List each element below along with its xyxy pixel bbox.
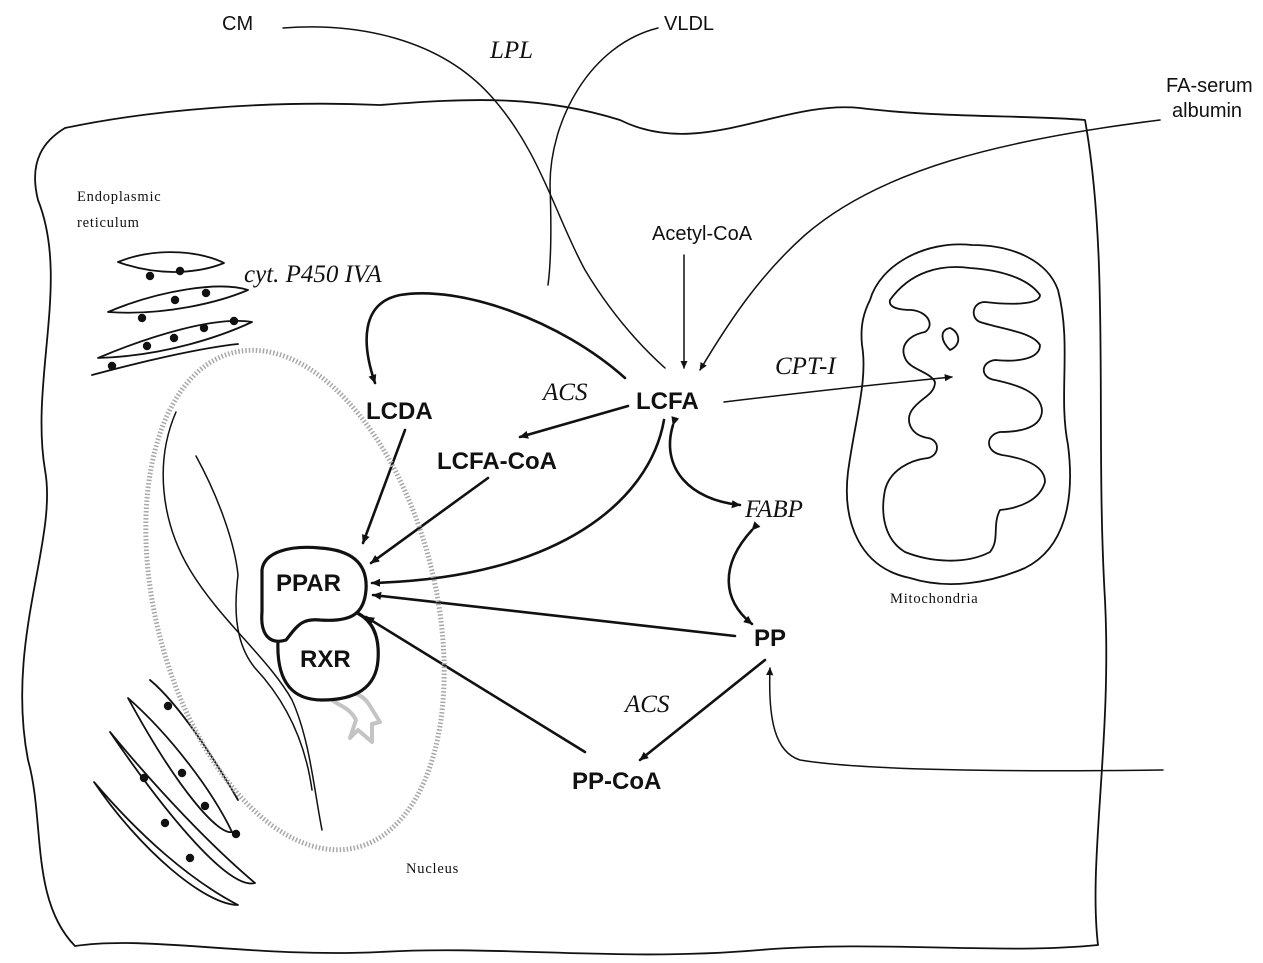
- mitochondria-label: Mitochondria: [890, 592, 979, 607]
- endoplasmic-reticulum-top: [92, 252, 252, 375]
- lcfa-to-lcfacoa-arrow: [520, 406, 628, 437]
- lpl-enzyme-label: LPL: [490, 38, 533, 63]
- rxr-label: RXR: [300, 648, 351, 672]
- lcfa-to-mitochondria-arrow: [724, 377, 952, 402]
- fa-serum-label: FA-serum: [1166, 76, 1253, 96]
- lcda-label: LCDA: [366, 400, 433, 424]
- cm-inlet-line: [283, 27, 665, 368]
- lcfa-to-ppar-arrow: [372, 420, 664, 583]
- ppar-label: PPAR: [276, 572, 341, 596]
- lcfacoa-to-ppar-arrow: [371, 478, 488, 563]
- cpt1-enzyme-label: CPT-I: [775, 354, 836, 379]
- endoplasmic-label: Endoplasmic: [77, 190, 162, 205]
- vldl-label: VLDL: [664, 14, 714, 34]
- acs-enzyme-label-bottom: ACS: [625, 692, 669, 717]
- lcfa-label: LCFA: [636, 390, 699, 414]
- lcfa-to-lcda-arrow: [367, 293, 625, 383]
- lcfa-coa-label: LCFA-CoA: [437, 450, 557, 474]
- cm-label: CM: [222, 14, 253, 34]
- fabp-pp-exchange-arrow: [729, 530, 752, 624]
- vldl-inlet-line: [548, 28, 658, 285]
- acs-enzyme-label-top: ACS: [543, 380, 587, 405]
- endoplasmic-reticulum-bottom: [94, 680, 255, 905]
- cyt-p450-enzyme-label: cyt. P450 IVA: [244, 262, 382, 287]
- reticulum-label: reticulum: [77, 216, 140, 231]
- ppcoa-to-ppar-arrow: [366, 617, 585, 752]
- lcfa-fabp-exchange-arrow: [670, 425, 740, 505]
- fabp-protein-label: FABP: [745, 497, 803, 522]
- nucleus-label: Nucleus: [406, 862, 459, 877]
- acetyl-coa-label: Acetyl-CoA: [652, 224, 752, 244]
- pp-label: PP: [754, 627, 786, 651]
- pp-to-ppar-arrow: [373, 595, 735, 636]
- albumin-label: albumin: [1172, 101, 1242, 121]
- mitochondria-organelle: [847, 244, 1070, 584]
- pp-coa-label: PP-CoA: [572, 770, 661, 794]
